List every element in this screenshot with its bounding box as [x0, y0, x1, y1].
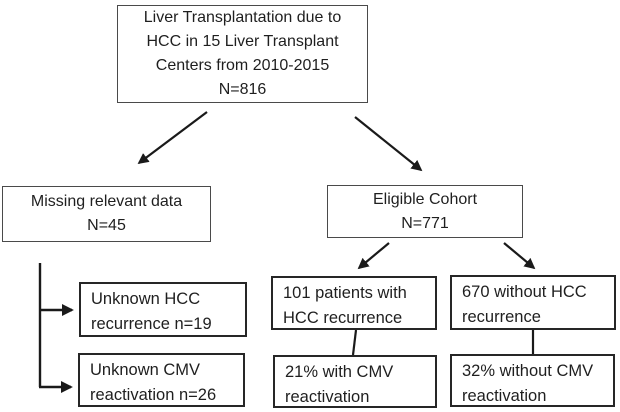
box-missing-line: Missing relevant data: [30, 193, 183, 210]
box-cmv-reactivation-without: 32% without CMV reactivation: [450, 354, 615, 407]
box-unknown-cmv-reactivation: Unknown CMV reactivation n=26: [78, 353, 245, 407]
arrow-source-to-eligible: [354, 116, 423, 172]
box-source-line: HCC in 15 Liver Transplant: [146, 33, 339, 50]
box-unknown-cmv-line: reactivation n=26: [90, 386, 217, 404]
box-missing-count: N=45: [87, 217, 126, 234]
box-no-hcc-line: 670 without HCC: [462, 283, 587, 301]
box-cmv-without-line: 32% without CMV: [462, 362, 594, 380]
box-cmv-reactivation-with: 21% with CMV reactivation: [273, 355, 437, 408]
box-eligible-line: Eligible Cohort: [372, 190, 478, 208]
box-cmv-with-line: reactivation: [285, 388, 370, 406]
arrow-source-to-missing: [137, 111, 208, 165]
box-no-hcc-line: recurrence: [462, 308, 541, 326]
box-missing-data: Missing relevant data N=45: [2, 186, 211, 242]
line-hcc-rec-to-cmv-with: [351, 329, 358, 356]
box-unknown-hcc-line: recurrence n=19: [91, 315, 212, 333]
box-unknown-cmv-line: Unknown CMV: [90, 361, 201, 379]
box-source-count: N=816: [218, 81, 267, 98]
box-unknown-hcc-line: Unknown HCC: [91, 290, 201, 308]
arrow-eligible-to-no-hcc: [503, 242, 536, 270]
box-hcc-rec-line: 101 patients with: [283, 284, 407, 302]
box-hcc-recurrence: 101 patients with HCC recurrence: [271, 276, 437, 330]
arrow-eligible-to-hcc-recurrence: [357, 242, 390, 270]
box-source-line: Liver Transplantation due to: [143, 9, 342, 26]
box-source-line: Centers from 2010-2015: [155, 57, 330, 74]
box-cmv-with-line: 21% with CMV: [285, 363, 394, 381]
box-source-population: Liver Transplantation due to HCC in 15 L…: [117, 5, 368, 103]
box-unknown-hcc-recurrence: Unknown HCC recurrence n=19: [79, 282, 247, 337]
box-no-hcc-recurrence: 670 without HCC recurrence: [450, 275, 616, 330]
box-cmv-without-line: reactivation: [462, 387, 547, 405]
box-eligible-cohort: Eligible Cohort N=771: [327, 185, 523, 238]
box-eligible-count: N=771: [401, 214, 449, 232]
box-hcc-rec-line: HCC recurrence: [283, 309, 403, 327]
